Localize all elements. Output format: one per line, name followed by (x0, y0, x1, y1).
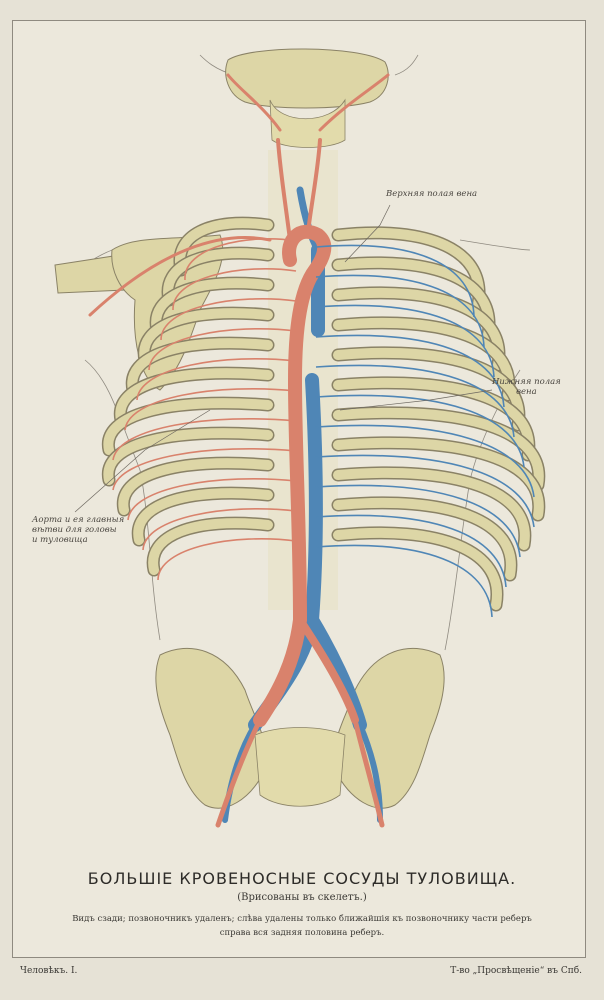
left-rib (148, 518, 273, 575)
intercostal-vein (315, 424, 535, 498)
skull-base (225, 48, 389, 148)
right-rib (333, 377, 534, 460)
left-rib (118, 458, 273, 515)
intercostal-vein (315, 334, 505, 408)
intercostal-artery (124, 388, 297, 431)
intercostal-artery (148, 328, 297, 371)
intercostal-vein (315, 304, 495, 378)
right-rib (333, 467, 530, 550)
intercostal-vein (315, 244, 475, 318)
intercostal-artery (172, 268, 297, 311)
intercostal-vein (315, 364, 515, 438)
arterial-system (88, 73, 390, 828)
left-rib (101, 426, 275, 487)
label-aorta: Аорта и ея главныя вѣтви для головы и ту… (32, 515, 125, 545)
label-superior-vena-cava: Верхняя полая вена (386, 189, 478, 199)
left-rib (131, 486, 275, 547)
plate-subtitle: (Врисованы въ скелетъ.) (237, 892, 367, 903)
intercostal-vein (315, 544, 493, 618)
pelvis (155, 647, 445, 809)
intercostal-vein (315, 274, 485, 348)
intercostal-vein (315, 514, 507, 588)
intercostal-vein (315, 454, 535, 528)
right-rib (333, 347, 524, 430)
left-rib (139, 308, 273, 365)
right-rib (333, 287, 504, 370)
right-rib (331, 526, 504, 612)
left-rib (115, 368, 273, 425)
intercostal-artery (184, 238, 297, 281)
right-rib (333, 497, 516, 580)
svc-leader (344, 204, 391, 263)
caption-line-1: Видъ сзади; позвоночникъ удаленъ; слѣва … (72, 914, 532, 924)
left-rib (174, 218, 273, 275)
body-outline (79, 54, 531, 651)
footer-volume: Человѣкъ. I. (20, 966, 78, 976)
footer-publisher: Т-во „Просвѣщеніе“ въ Спб. (450, 966, 582, 976)
left-rib (103, 398, 273, 455)
right-rib (333, 527, 502, 610)
intercostal-artery (112, 448, 297, 491)
ivc-leader (339, 389, 493, 411)
left-rib (146, 516, 275, 577)
left-rib (103, 428, 273, 485)
left-rib (133, 488, 273, 545)
right-rib (333, 437, 544, 520)
intercostal-artery (157, 538, 297, 581)
intercostal-vein (315, 484, 521, 558)
intercostal-artery (160, 298, 297, 341)
left-rib (127, 338, 273, 395)
right-rib (333, 407, 544, 490)
intercostal-vessels (112, 238, 535, 618)
aorta-leader (74, 409, 211, 513)
caption-line-2: справа вся задняя половина реберъ. (219, 928, 385, 938)
intercostal-vein (315, 394, 525, 468)
right-rib (333, 317, 514, 400)
left-rib (151, 278, 273, 335)
plate-title: БОЛЬШІЕ КРОВЕНОСНЫЕ СОСУДЫ ТУЛОВИЩА. (87, 869, 517, 888)
label-inferior-vena-cava: Нижняя полая вена (492, 377, 561, 397)
intercostal-artery (136, 358, 297, 401)
intercostal-artery (112, 418, 297, 461)
intercostal-artery (127, 478, 297, 521)
intercostal-artery (142, 508, 297, 551)
